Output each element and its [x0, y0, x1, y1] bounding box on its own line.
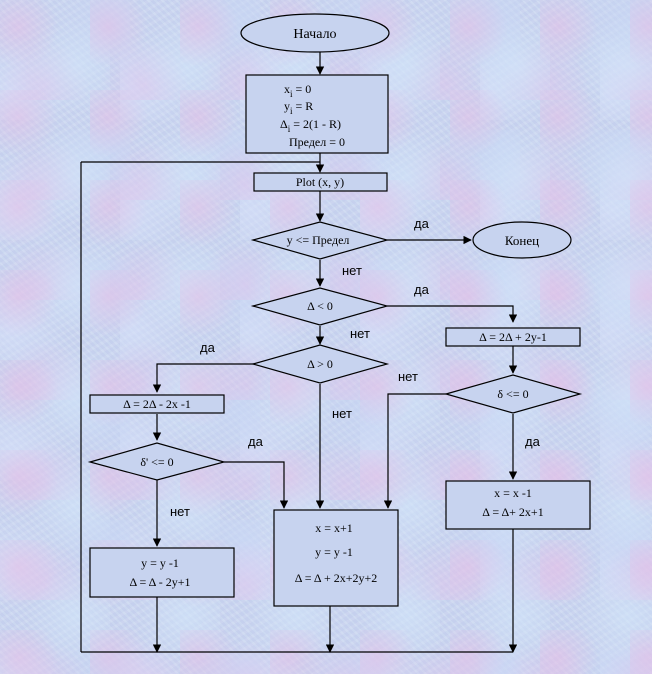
plot-box [253, 172, 388, 192]
start-terminal [240, 13, 390, 53]
arrow-dpos-yes [152, 363, 253, 393]
label-dneg-yes: да [414, 282, 430, 297]
center-box-line2: y = y -1 [315, 545, 353, 559]
plot-label: Plot (x, y) [296, 175, 344, 189]
center-box [273, 509, 399, 607]
arrow-dneg-yes [387, 305, 518, 323]
right-box [445, 480, 591, 530]
right-cond-label: δ <= 0 [497, 387, 528, 401]
arrow-left-cond-yes [224, 461, 289, 509]
right-box-line1: x = x -1 [494, 486, 532, 500]
end-terminal [472, 221, 572, 259]
limit-decision [250, 221, 390, 260]
arrow-right-cond-no [383, 393, 446, 509]
left-cond-decision [87, 442, 227, 481]
left-assign-label: Δ = 2Δ - 2x -1 [123, 397, 191, 411]
label-right-cond-no: нет [398, 369, 418, 384]
left-box [89, 547, 235, 598]
label-dneg-no: нет [350, 326, 370, 341]
label-left-cond-yes: да [248, 434, 264, 449]
label-right-cond-yes: да [525, 434, 541, 449]
branch-labels: да нет да нет да нет нет да да нет [170, 216, 541, 519]
right-box-line2: Δ = Δ+ 2x+1 [482, 505, 543, 519]
delta-neg-label: Δ < 0 [307, 299, 333, 313]
center-box-line3: Δ = Δ + 2x+2y+2 [295, 571, 378, 585]
init-line-y: yi = R [284, 99, 313, 116]
left-box-line1: y = y -1 [141, 556, 179, 570]
left-box-line2: Δ = Δ - 2y+1 [130, 575, 191, 589]
init-line-delta: Δi = 2(1 - R) [280, 117, 341, 134]
connectors [80, 52, 518, 653]
delta-pos-label: Δ > 0 [307, 357, 333, 371]
left-cond-label: δ' <= 0 [140, 455, 173, 469]
init-line-limit: Предел = 0 [289, 135, 345, 149]
label-left-cond-no: нет [170, 504, 190, 519]
label-dpos-yes: да [200, 340, 216, 355]
left-assign-box [89, 394, 225, 414]
label-dpos-no: нет [332, 406, 352, 421]
delta-pos-decision [250, 344, 390, 384]
right-assign-box [445, 327, 581, 347]
start-label: Начало [293, 27, 336, 42]
delta-neg-decision [250, 287, 390, 326]
right-cond-decision [443, 374, 583, 414]
label-limit-no: нет [342, 263, 362, 278]
end-label: Конец [505, 233, 539, 248]
label-limit-yes: да [414, 216, 430, 231]
init-box [245, 74, 389, 154]
right-assign-label: Δ = 2Δ + 2y-1 [479, 330, 547, 344]
init-line-x: xi = 0 [284, 82, 311, 99]
limit-decision-label: y <= Предел [287, 233, 350, 247]
center-box-line1: x = x+1 [315, 521, 353, 535]
